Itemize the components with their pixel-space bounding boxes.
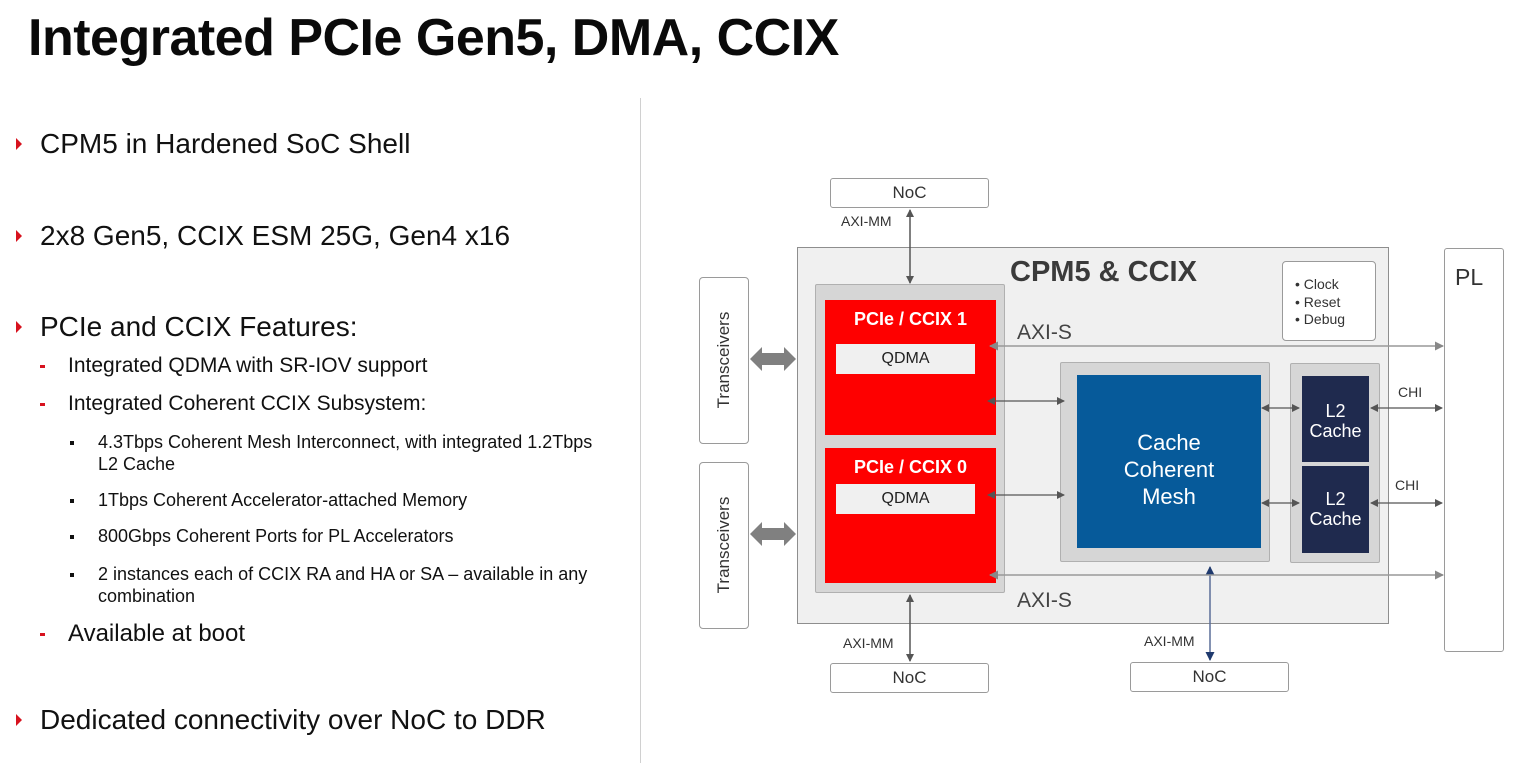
noc-bottom-right: NoC <box>1130 662 1289 692</box>
transceivers-top-fat-arrow <box>750 347 796 371</box>
noc-bottom-left: NoC <box>830 663 989 693</box>
l2-cache-bottom-block: L2 Cache <box>1302 466 1369 553</box>
axi-s-bottom-label: AXI-S <box>1017 589 1072 612</box>
slide-title: Integrated PCIe Gen5, DMA, CCIX <box>28 9 839 67</box>
misc-item-clock: • Clock <box>1295 276 1339 292</box>
misc-item-reset: • Reset <box>1295 293 1341 310</box>
pcie-ccix-1-label: PCIe / CCIX 1 <box>853 309 968 329</box>
square-bullet-icon <box>70 573 74 577</box>
pl-label: PL <box>1455 264 1484 290</box>
triangle-bullet-icon <box>16 321 22 333</box>
pcie-ccix-0-block <box>825 448 996 583</box>
transceivers-bottom-fat-arrow <box>750 522 796 546</box>
axi-mm-bottom-left-label: AXI-MM <box>843 635 894 651</box>
square-bullet-icon <box>70 441 74 445</box>
dash-bullet-icon <box>40 633 45 636</box>
chi-bottom-label: CHI <box>1395 477 1420 493</box>
l2-cache-top-block: L2 Cache <box>1302 376 1369 462</box>
dash-bullet-icon <box>40 365 45 368</box>
dash-bullet-icon <box>40 403 45 406</box>
triangle-bullet-icon <box>16 230 22 242</box>
triangle-bullet-icon <box>16 714 22 726</box>
square-bullet-icon <box>70 499 74 503</box>
noc-top: NoC <box>830 178 989 208</box>
chi-top-label: CHI <box>1398 384 1423 400</box>
qdma-1-block: QDMA <box>836 344 975 374</box>
axi-mm-top-label: AXI-MM <box>841 213 892 229</box>
axi-mm-bottom-right-label: AXI-MM <box>1144 633 1195 649</box>
cpm-title: CPM5 & CCIX <box>1010 256 1197 288</box>
square-bullet-icon <box>70 535 74 539</box>
qdma-0-block: QDMA <box>836 484 975 514</box>
transceivers-bottom-block <box>699 462 749 629</box>
triangle-bullet-icon <box>16 138 22 150</box>
transceivers-top-block <box>699 277 749 444</box>
axi-s-top-label: AXI-S <box>1017 321 1072 344</box>
cache-coherent-mesh-block: Cache Coherent Mesh <box>1077 375 1261 548</box>
pl-block <box>1444 248 1504 652</box>
misc-box: • Clock • Reset • Debug <box>1282 261 1376 341</box>
pcie-ccix-0-label: PCIe / CCIX 0 <box>853 457 968 477</box>
column-divider <box>640 98 641 763</box>
misc-item-debug: • Debug <box>1295 311 1346 327</box>
